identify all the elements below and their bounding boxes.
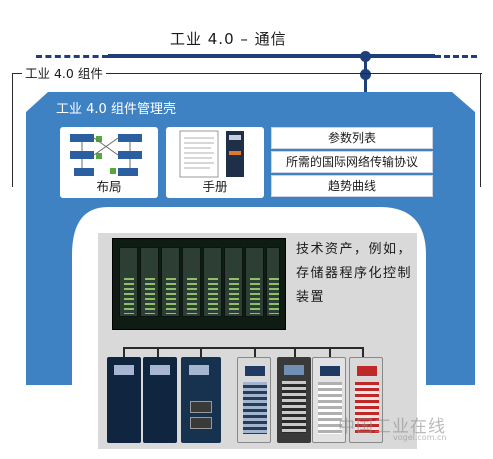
manual-label: 手册 (202, 179, 228, 194)
parameter-item: 所需的国际网络传输协议 (271, 151, 433, 173)
parameter-item: 趋势曲线 (271, 175, 433, 197)
layout-diagram-icon (70, 134, 142, 176)
manual-document-icon (179, 130, 244, 178)
layout-tile: 布局 (60, 127, 158, 198)
rack-slot (161, 247, 180, 317)
component-frame-left (12, 73, 13, 187)
io-module (277, 357, 311, 443)
layout-label: 布局 (96, 179, 122, 194)
io-module (237, 357, 271, 443)
bus-drop (329, 347, 331, 357)
rack-slot (203, 247, 222, 317)
component-title: 工业 4.0 组件 (22, 63, 106, 82)
io-module (349, 357, 383, 443)
rack-slot (119, 247, 138, 317)
watermark-url: vogel.com.cn (393, 433, 447, 442)
rack-slot (266, 247, 280, 317)
bus-drop (294, 347, 296, 357)
admin-shell-title: 工业 4.0 组件管理壳 (56, 102, 176, 117)
rack-slot (182, 247, 201, 317)
bus-drop (254, 347, 256, 357)
controller-module (107, 357, 141, 443)
bus-drop (123, 347, 125, 357)
bus-drop (157, 347, 159, 357)
communication-bus-left (36, 55, 108, 58)
component-frame-top (12, 73, 482, 74)
parameter-list: 参数列表 所需的国际网络传输协议 趋势曲线 (271, 127, 433, 198)
plc-rack-image (112, 238, 286, 330)
communication-bus-line (108, 54, 435, 58)
manual-tile: 手册 (166, 127, 264, 198)
bus-drop (200, 347, 202, 357)
communication-title: 工业 4.0 – 通信 (170, 30, 287, 48)
module-bus (123, 347, 363, 349)
asset-description: 技术资产，例如，存储器程序化控制装置 (296, 242, 413, 305)
communication-bus-right (435, 55, 477, 58)
bus-node-bottom (360, 69, 371, 80)
rack-slot (140, 247, 159, 317)
bus-drop (362, 347, 364, 357)
bus-node-top (360, 51, 371, 62)
controller-module (143, 357, 177, 443)
network-module (181, 357, 221, 443)
component-frame-right (480, 73, 481, 187)
rack-slot (245, 247, 264, 317)
watermark-logo: 中国工业在线 (338, 417, 446, 437)
io-module (312, 357, 346, 443)
rack-slot (224, 247, 243, 317)
parameter-item: 参数列表 (271, 127, 433, 149)
